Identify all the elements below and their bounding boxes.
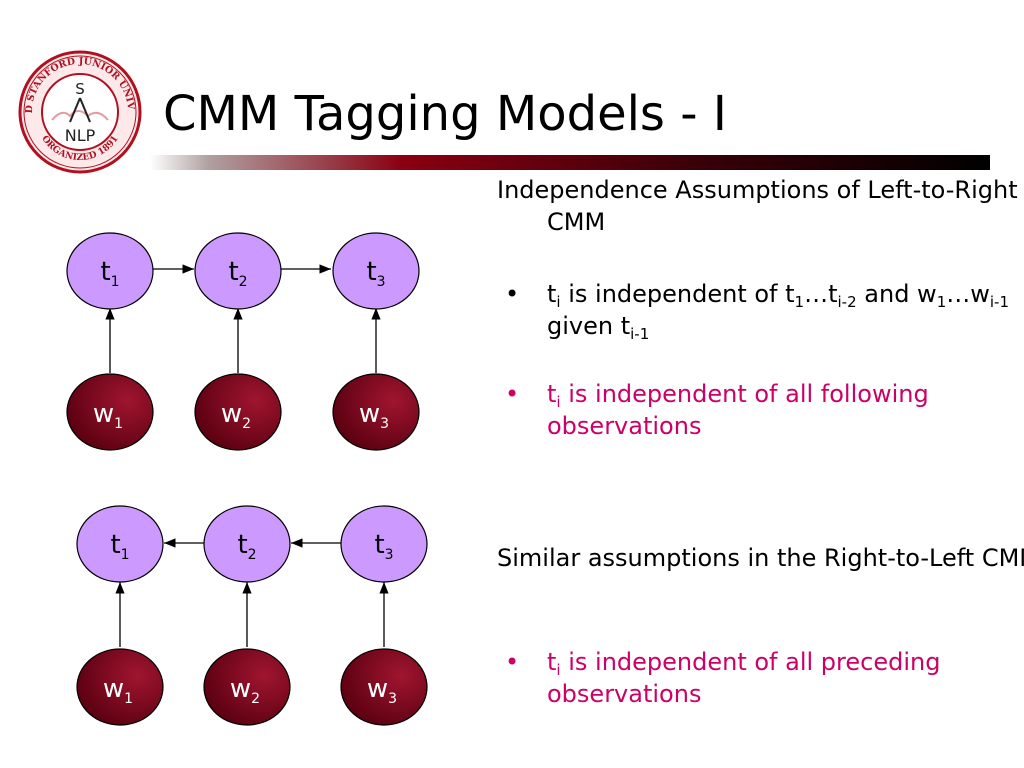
bullet-mark: • xyxy=(505,280,520,308)
tag-node xyxy=(340,505,428,583)
word-node xyxy=(203,648,291,726)
word-node xyxy=(332,373,420,451)
stanford-nlp-logo: LELAND STANFORD JUNIOR UNIVERSITY ORGANI… xyxy=(18,50,142,174)
diagram-right-to-left: t1 t2 t3 w1 w2 w3 xyxy=(76,505,428,726)
word-node xyxy=(340,648,428,726)
section1-heading: Independence Assumptions of Left-to-Righ… xyxy=(497,176,1018,236)
tag-label: t1 xyxy=(100,257,119,290)
cmm-diagrams: t1 t2 t3 w1 w2 w3 t1 t2 t3 xyxy=(66,232,428,726)
logo-center-bottom: NLP xyxy=(65,126,96,145)
word-label: w2 xyxy=(230,674,260,707)
tag-node xyxy=(66,232,154,310)
tag-node xyxy=(76,505,164,583)
word-label: w2 xyxy=(221,399,251,432)
tag-label: t2 xyxy=(237,530,256,563)
tag-node xyxy=(203,505,291,583)
tag-label: t3 xyxy=(374,530,393,563)
word-label: w3 xyxy=(367,674,397,707)
bullet-ti-independence: • ti is independent of t1…ti-2 and w1…wi… xyxy=(505,280,1009,343)
slide-title: CMM Tagging Models - I xyxy=(163,86,727,142)
logo-center-top: S xyxy=(75,80,85,98)
diagram-left-to-right: t1 t2 t3 w1 w2 w3 xyxy=(66,232,420,451)
tag-label: t3 xyxy=(366,257,385,290)
word-label: w1 xyxy=(93,399,123,432)
bullet-following-observations: • ti is independent of all following obs… xyxy=(505,380,929,440)
word-node xyxy=(76,648,164,726)
bullet-preceding-observations: • ti is independent of all preceding obs… xyxy=(505,648,941,708)
tag-node xyxy=(332,232,420,310)
word-node xyxy=(66,373,154,451)
bullet-mark: • xyxy=(505,648,520,676)
tag-label: t1 xyxy=(110,530,129,563)
word-label: w1 xyxy=(103,674,133,707)
word-label: w3 xyxy=(359,399,389,432)
section2-heading: Similar assumptions in the Right-to-Left… xyxy=(497,544,1024,572)
title-rule xyxy=(150,155,990,170)
tag-label: t2 xyxy=(228,257,247,290)
word-node xyxy=(194,373,282,451)
tag-node xyxy=(194,232,282,310)
bullet-mark: • xyxy=(505,380,520,408)
